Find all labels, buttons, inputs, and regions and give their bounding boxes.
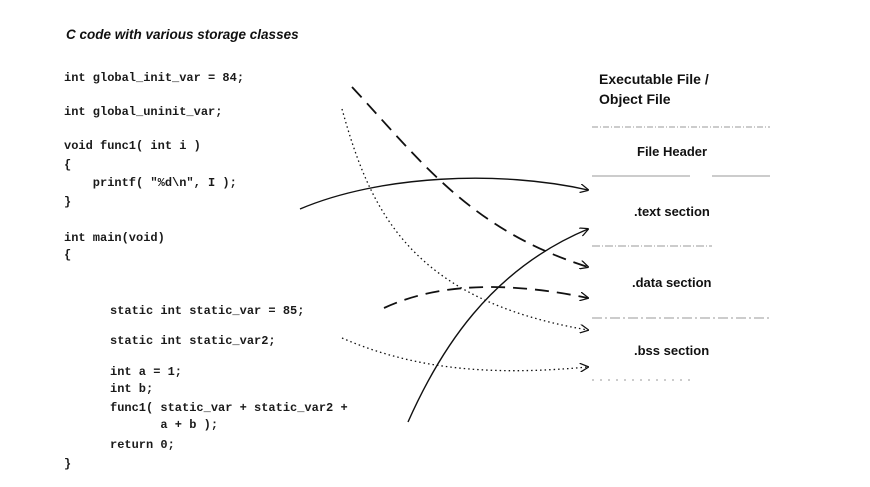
code-func1-call-line1: func1( static_var + static_var2 + (110, 401, 348, 415)
section-bss: .bss section (634, 343, 710, 358)
code-int-a: int a = 1; (110, 365, 183, 379)
arrow-static-var2-to-bss (341, 337, 588, 371)
file-heading-line2: Object File (599, 91, 671, 107)
code-func1-open-brace: { (64, 158, 72, 172)
code-func1-printf: printf( "%d\n", I ); (64, 176, 237, 190)
code-global-uninit-var: int global_uninit_var; (64, 105, 223, 119)
section-data: .data section (632, 275, 712, 290)
arrow-global-uninit-to-bss (341, 108, 588, 330)
file-heading-line1: Executable File / (599, 71, 709, 87)
code-static-var2: static int static_var2; (110, 334, 276, 348)
code-int-b: int b; (110, 382, 154, 396)
code-static-var: static int static_var = 85; (110, 304, 305, 318)
section-file-header: File Header (637, 144, 708, 159)
code-global-init-var: int global_init_var = 84; (64, 71, 245, 85)
code-main-signature: int main(void) (64, 231, 165, 245)
arrow-global-init-to-data (351, 86, 588, 267)
arrow-func1-call-to-text (407, 229, 588, 423)
code-func1-signature: void func1( int i ) (64, 139, 201, 153)
code-func1-call-line2: a + b ); (110, 418, 219, 432)
arrow-static-var-to-data (383, 286, 588, 309)
code-return: return 0; (110, 438, 175, 452)
diagram-title: C code with various storage classes (66, 27, 299, 42)
arrow-printf-to-text (299, 177, 588, 210)
code-func1-close-brace: } (64, 195, 72, 209)
code-main-close-brace: } (64, 457, 72, 471)
section-text: .text section (634, 204, 710, 219)
code-main-open-brace: { (64, 248, 72, 262)
